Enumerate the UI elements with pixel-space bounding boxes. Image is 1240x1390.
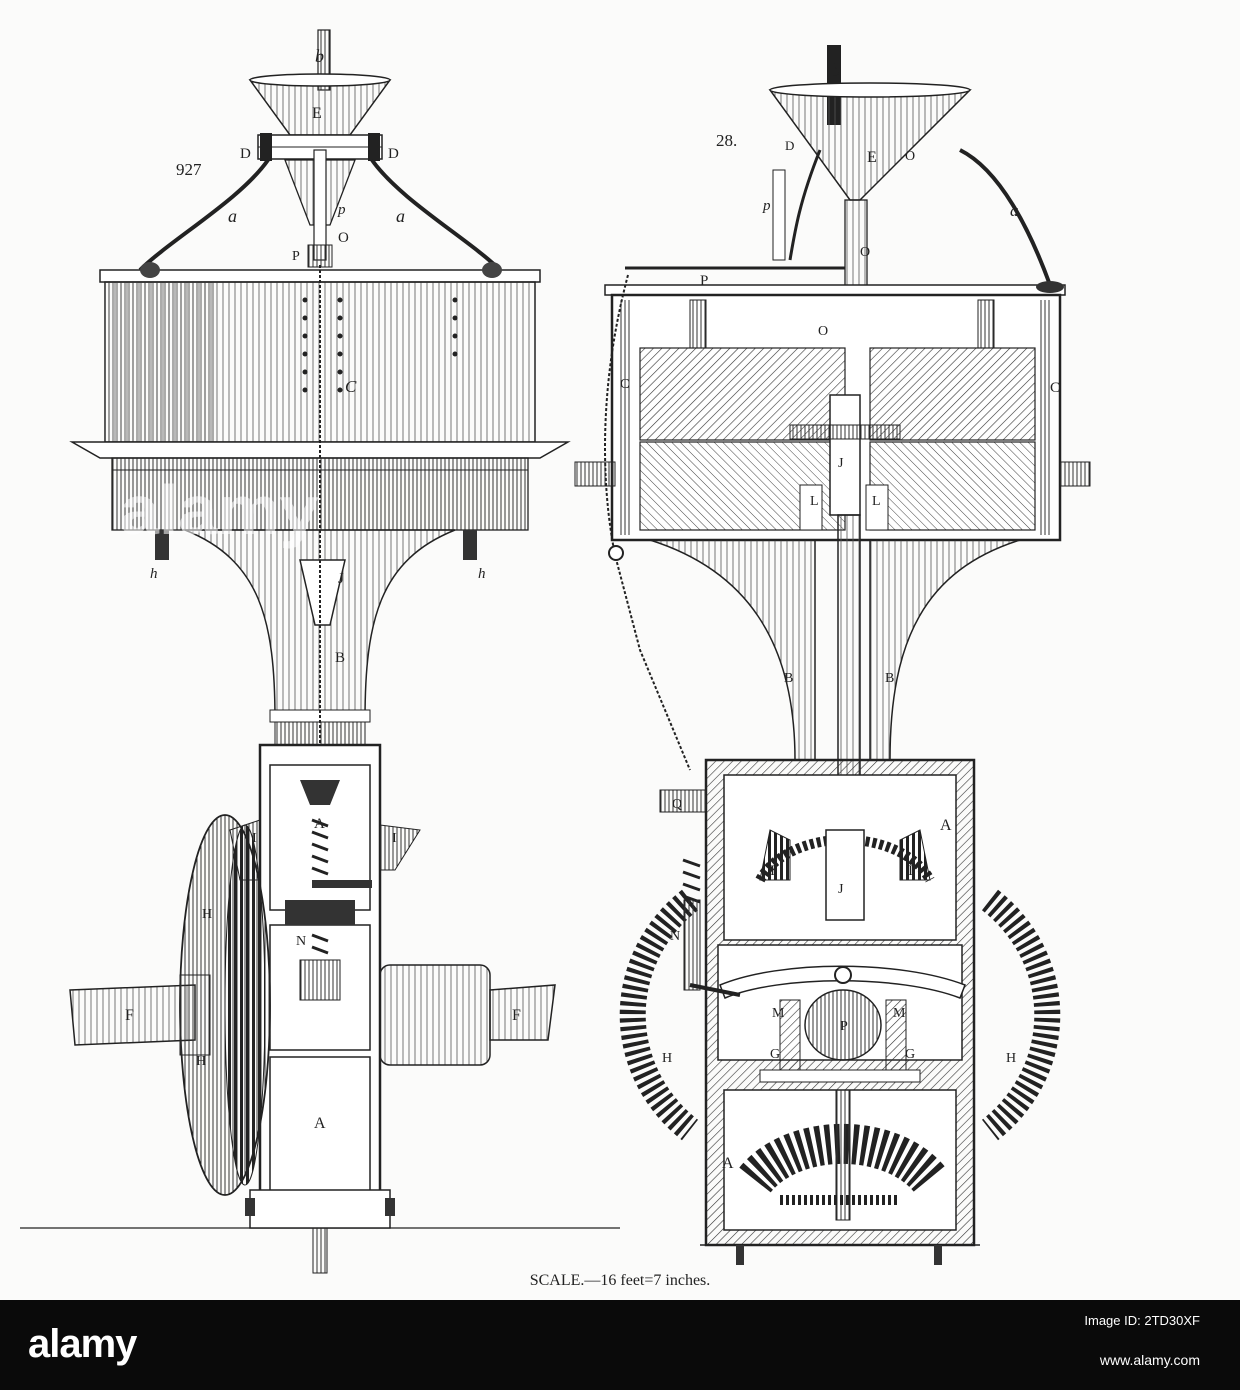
svg-text:O: O xyxy=(338,230,349,246)
svg-text:A: A xyxy=(314,1115,326,1132)
svg-text:N: N xyxy=(670,929,680,944)
svg-text:A: A xyxy=(940,817,952,834)
svg-text:L: L xyxy=(872,494,881,509)
svg-text:O: O xyxy=(905,149,915,164)
svg-text:h: h xyxy=(478,566,486,582)
svg-text:G: G xyxy=(905,1047,915,1062)
left-elevation xyxy=(20,29,620,1274)
svg-text:P: P xyxy=(840,1019,848,1034)
svg-text:M: M xyxy=(893,1006,906,1021)
left-plate-number: 927 xyxy=(176,160,202,179)
svg-text:I: I xyxy=(392,831,397,846)
svg-text:h: h xyxy=(150,566,158,582)
svg-text:J: J xyxy=(838,456,844,471)
svg-text:D: D xyxy=(785,138,794,153)
right-plate-number: 28. xyxy=(716,131,738,150)
svg-text:B: B xyxy=(784,671,793,686)
svg-text:G: G xyxy=(770,1047,780,1062)
svg-text:H: H xyxy=(196,1054,206,1069)
svg-text:A: A xyxy=(722,1155,734,1172)
svg-text:E: E xyxy=(867,149,877,166)
svg-text:I: I xyxy=(252,831,257,846)
svg-text:Q: Q xyxy=(672,797,682,812)
svg-text:L: L xyxy=(810,494,819,509)
svg-text:b: b xyxy=(315,46,324,66)
svg-text:H: H xyxy=(662,1051,672,1066)
svg-text:P: P xyxy=(292,249,300,264)
svg-text:a: a xyxy=(396,206,405,226)
svg-text:F: F xyxy=(512,1007,521,1024)
svg-text:O: O xyxy=(860,245,870,260)
svg-text:F: F xyxy=(125,1007,134,1024)
svg-text:a: a xyxy=(228,206,237,226)
svg-text:B: B xyxy=(335,650,345,666)
part-labels: b E D D a a p O P C h h J B A I I H H N … xyxy=(125,46,1060,1172)
svg-text:H: H xyxy=(202,907,212,922)
svg-text:I: I xyxy=(770,863,775,879)
right-section xyxy=(574,45,1091,1265)
svg-text:C: C xyxy=(620,377,629,392)
svg-text:p: p xyxy=(762,198,771,214)
svg-text:M: M xyxy=(772,1006,785,1021)
svg-text:N: N xyxy=(296,934,306,949)
svg-text:B: B xyxy=(885,671,894,686)
image-id: Image ID: 2TD30XF xyxy=(1084,1313,1200,1328)
svg-text:C: C xyxy=(1050,380,1060,396)
scale-caption: SCALE.—16 feet=7 inches. xyxy=(529,1272,711,1289)
svg-text:C: C xyxy=(345,377,357,396)
svg-text:H: H xyxy=(1006,1051,1016,1066)
svg-text:P: P xyxy=(700,273,708,289)
svg-text:O: O xyxy=(818,324,828,339)
stock-logo: alamy xyxy=(28,1322,137,1366)
svg-text:J: J xyxy=(338,571,344,587)
stock-footer-bar: alamy Image ID: 2TD30XF www.alamy.com xyxy=(0,1300,1240,1390)
svg-text:a: a xyxy=(1010,201,1019,220)
engraving-figure: b E D D a a p O P C h h J B A I I H H N … xyxy=(20,29,1091,1289)
svg-text:p: p xyxy=(337,202,346,218)
svg-text:b: b xyxy=(832,60,841,80)
svg-text:D: D xyxy=(388,146,399,162)
watermark: alamy xyxy=(120,471,319,549)
svg-text:I: I xyxy=(908,863,913,879)
svg-text:E: E xyxy=(312,105,322,122)
svg-text:D: D xyxy=(240,146,251,162)
stock-url: www.alamy.com xyxy=(1099,1352,1200,1368)
svg-text:J: J xyxy=(838,882,844,897)
svg-text:A: A xyxy=(314,816,325,832)
mill-engraving: b E D D a a p O P C h h J B A I I H H N … xyxy=(20,29,1091,1274)
